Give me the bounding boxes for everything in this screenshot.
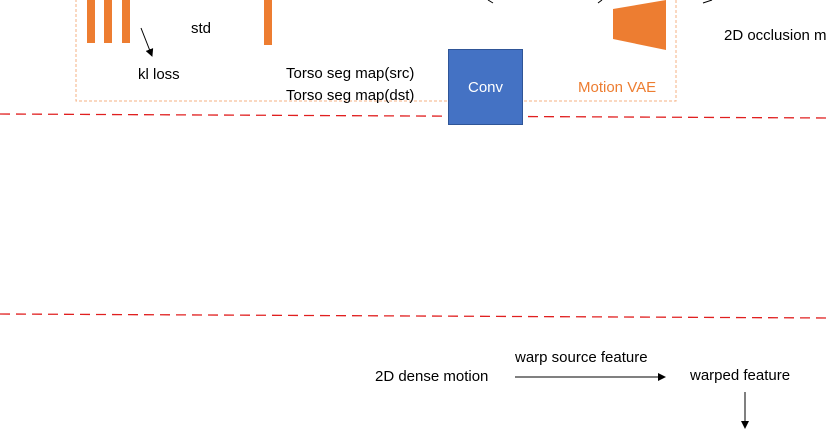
divider-top (0, 113, 830, 119)
kl-loss-label: kl loss (138, 66, 180, 83)
divider-bottom (0, 313, 830, 319)
decoder-trapezoid (613, 0, 666, 50)
torso-dst-label: Torso seg map(dst) (286, 87, 415, 104)
std-bar (264, 0, 272, 45)
motion-vae-label: Motion VAE (578, 79, 657, 96)
latent-bar-2 (104, 0, 112, 43)
dense-motion-label: 2D dense motion (375, 368, 489, 385)
conv-label: Conv (467, 78, 504, 96)
warp-source-label: warp source feature (515, 349, 648, 366)
warped-feature-label: warped feature (690, 367, 791, 384)
top-arrow-stub-2 (597, 0, 603, 4)
top-arrow-stub-1 (487, 0, 494, 4)
latent-bar-3 (122, 0, 130, 43)
top-arrow-stub-3 (702, 0, 713, 4)
std-label: std (191, 20, 212, 37)
kl-loss-arrow (140, 27, 154, 57)
torso-src-label: Torso seg map(src) (286, 65, 415, 82)
latent-bar-1 (87, 0, 95, 43)
conv-block: Conv (448, 49, 523, 125)
motion-vae-box (75, 0, 677, 102)
occlusion-label: 2D occlusion m (724, 27, 827, 44)
